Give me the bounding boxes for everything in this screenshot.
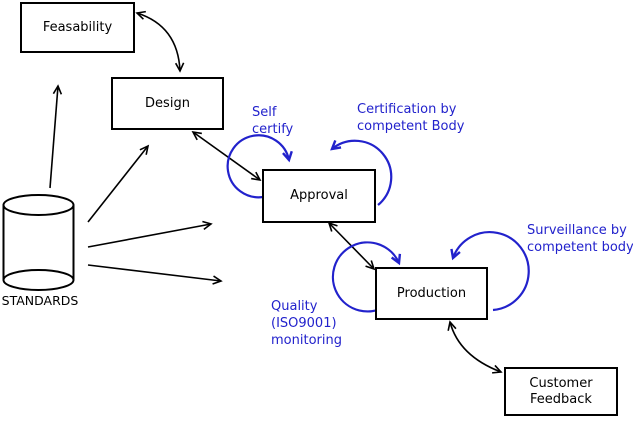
arrow-standards-approval xyxy=(87,220,213,248)
loop-certification xyxy=(330,139,393,206)
loop-surveillance xyxy=(450,231,530,312)
arrow-standards-production xyxy=(87,264,223,285)
arrow-standards-feasability xyxy=(49,84,63,189)
node-customer-feedback: Customer Feedback xyxy=(504,367,618,416)
node-customer-feedback-label-line1: Customer xyxy=(529,375,593,391)
annotation-certification: Certification by competent Body xyxy=(357,101,464,135)
annotation-surveillance-line2: competent body xyxy=(527,240,633,255)
annotation-certification-line2: competent Body xyxy=(357,119,465,134)
standards-label: STANDARDS xyxy=(1,293,79,308)
node-production-label: Production xyxy=(396,285,467,301)
annotation-self-certify-line2: certify xyxy=(252,122,294,137)
loop-quality-monitoring xyxy=(331,241,402,313)
standards-cylinder-icon xyxy=(2,194,75,291)
annotation-quality-monitoring: Quality (ISO9001) monitoring xyxy=(271,298,342,349)
annotation-quality-line1: Quality xyxy=(271,299,318,314)
annotation-quality-line3: monitoring xyxy=(271,333,342,348)
annotation-surveillance: Surveillance by competent body xyxy=(527,222,633,256)
node-customer-feedback-label-line2: Feedback xyxy=(530,391,592,407)
annotation-self-certify: Self certify xyxy=(252,104,293,138)
node-design-label: Design xyxy=(145,95,190,111)
node-feasability: Feasability xyxy=(20,2,135,53)
annotation-self-certify-line1: Self xyxy=(252,105,277,120)
node-approval: Approval xyxy=(262,169,376,223)
annotation-certification-line1: Certification by xyxy=(357,102,457,117)
node-design: Design xyxy=(111,77,224,130)
loop-self-certify xyxy=(226,134,293,199)
arrow-feasability-design xyxy=(135,10,185,73)
arrow-production-customer-feedback xyxy=(447,320,503,374)
annotation-surveillance-line1: Surveillance by xyxy=(527,223,627,238)
annotation-quality-line2: (ISO9001) xyxy=(271,316,337,331)
node-approval-label: Approval xyxy=(290,188,348,203)
arrow-standards-design xyxy=(87,144,150,223)
arrow-design-approval xyxy=(191,130,262,182)
node-production: Production xyxy=(375,267,488,320)
node-feasability-label: Feasability xyxy=(42,19,113,35)
